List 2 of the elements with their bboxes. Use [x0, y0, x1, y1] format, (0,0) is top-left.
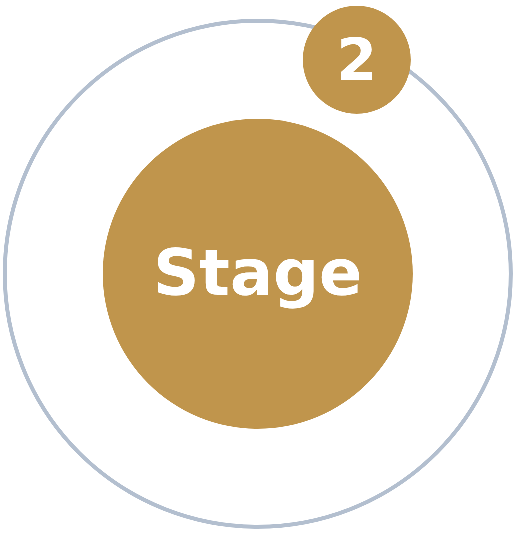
step-number: 2 [336, 31, 378, 89]
ring-circle [3, 19, 513, 529]
